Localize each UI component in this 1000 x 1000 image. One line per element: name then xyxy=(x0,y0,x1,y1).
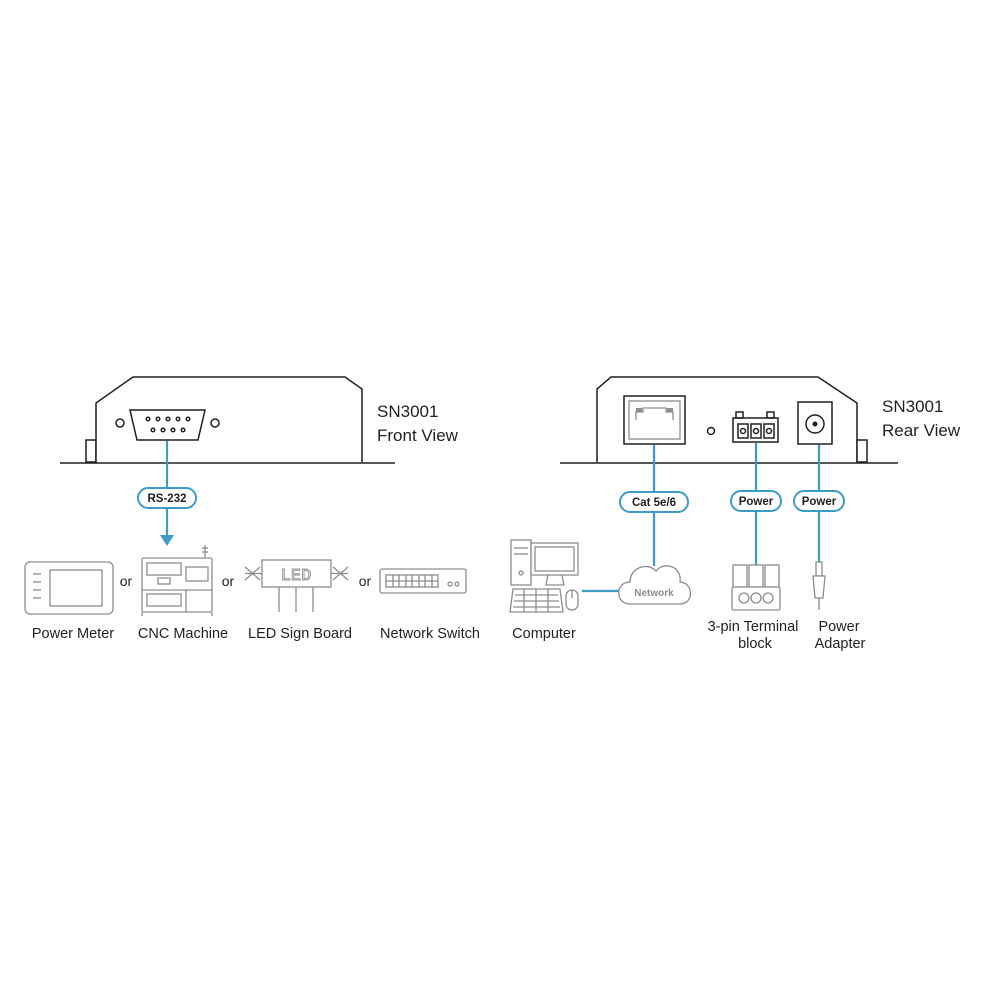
terminal-power-tag-pill xyxy=(730,490,782,512)
rs232-pins xyxy=(145,416,191,433)
computer-icon xyxy=(509,539,579,613)
rs232-tag-pill xyxy=(137,487,197,509)
front-screw-left xyxy=(115,418,125,428)
rear-view-title-line1: SN3001 xyxy=(882,397,943,416)
status-led-indicator xyxy=(706,426,716,436)
front-view-title-line1: SN3001 xyxy=(377,402,438,421)
rj45-port xyxy=(623,395,686,445)
network-cloud-label: Network xyxy=(634,588,674,599)
or-separator-3: or xyxy=(359,573,372,589)
terminal-power-tag-label: Power xyxy=(739,496,774,508)
network-cloud-icon xyxy=(618,565,692,605)
rs232-port xyxy=(129,409,206,441)
power-meter-icon xyxy=(24,561,114,615)
rear-view-title-line2: Rear View xyxy=(882,421,961,440)
power-meter-label: Power Meter xyxy=(32,626,114,642)
adapter-power-tag-label: Power xyxy=(802,496,837,508)
dc-power-jack xyxy=(797,401,833,445)
power-adapter-plug-icon xyxy=(812,561,826,610)
rs232-arrow-head xyxy=(160,535,174,546)
rear-unit xyxy=(560,376,898,464)
front-left-bracket xyxy=(85,439,97,463)
power-adapter-label-line1: Power xyxy=(818,619,859,635)
led-sign-text: LED xyxy=(281,567,312,586)
front-screw-right xyxy=(210,418,220,428)
network-switch-icon xyxy=(379,568,467,594)
cnc-machine-label: CNC Machine xyxy=(138,626,228,642)
adapter-power-tag-pill xyxy=(793,490,845,512)
or-separator-2: or xyxy=(222,573,235,589)
front-chassis xyxy=(95,376,363,462)
lan-tag-pill xyxy=(619,491,689,513)
rear-chassis xyxy=(596,376,858,462)
network-switch-label: Network Switch xyxy=(380,626,480,642)
terminal-block-label-line1: 3-pin Terminal xyxy=(708,619,799,635)
terminal-block-icon xyxy=(731,564,781,611)
rear-right-bracket xyxy=(856,439,868,463)
led-sign-board-label: LED Sign Board xyxy=(248,626,352,642)
lan-tag-label: Cat 5e/6 xyxy=(632,497,676,509)
or-separator-1: or xyxy=(120,573,133,589)
front-unit xyxy=(60,376,395,464)
cnc-machine-icon xyxy=(141,545,213,616)
front-view-title-line2: Front View xyxy=(377,426,459,445)
terminal-block-label-line2: block xyxy=(738,636,773,652)
rs232-tag-label: RS-232 xyxy=(148,493,187,505)
led-sign-board-icon xyxy=(244,559,349,612)
computer-label: Computer xyxy=(512,626,576,642)
terminal-block-port xyxy=(732,411,779,443)
power-adapter-label-line2: Adapter xyxy=(815,636,866,652)
